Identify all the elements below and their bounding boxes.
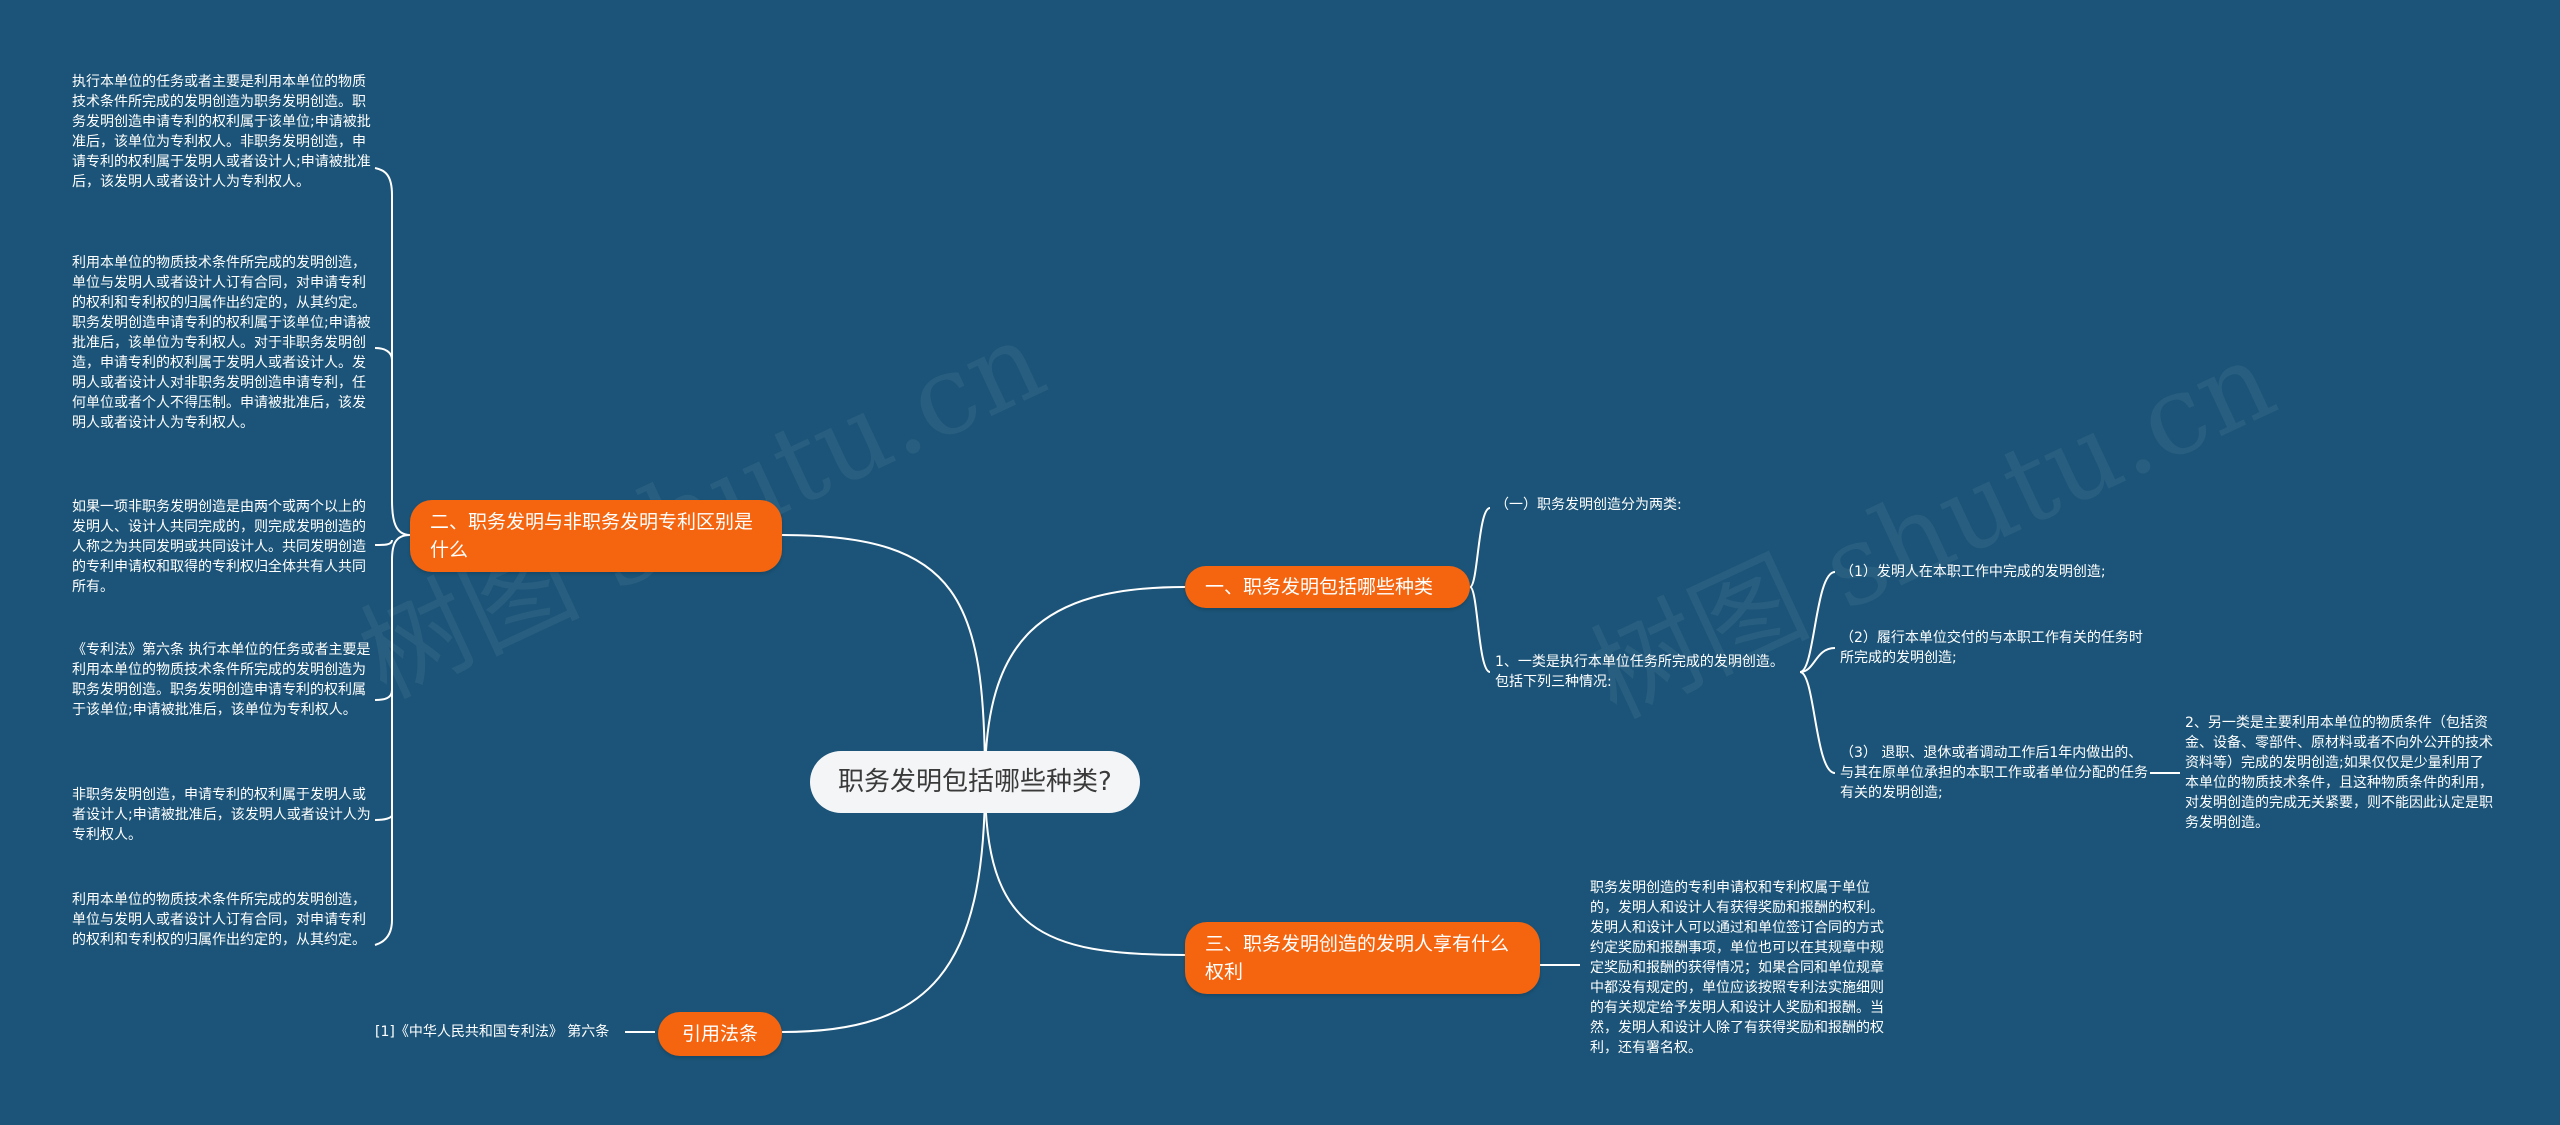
leaf-nonservice-invention: 非职务发明创造，申请专利的权利属于发明人或者设计人;申请被批准后，该发明人或者设… <box>72 787 371 843</box>
branch-types-of-service-invention[interactable]: 一、职务发明包括哪些种类 <box>1185 566 1470 608</box>
branch-inventor-rights[interactable]: 三、职务发明创造的发明人享有什么权利 <box>1185 922 1540 994</box>
leaf-definition: 执行本单位的任务或者主要是利用本单位的物质技术条件所完成的发明创造为职务发明创造… <box>72 74 371 190</box>
root-node[interactable]: 职务发明包括哪些种类? <box>810 751 1140 813</box>
leaf-joint-invention: 如果一项非职务发明创造是由两个或两个以上的发明人、设计人共同完成的，则完成发明创… <box>72 499 366 595</box>
leaf-reward-rights: 职务发明创造的专利申请权和专利权属于单位的，发明人和设计人有获得奖励和报酬的权利… <box>1590 880 1884 1056</box>
leaf-category-one: 1、一类是执行本单位任务所完成的发明创造。包括下列三种情况: <box>1495 654 1784 690</box>
leaf-case-2: （2）履行本单位交付的与本职工作有关的任务时所完成的发明创造; <box>1840 630 2143 666</box>
leaf-case-3: （3） 退职、退休或者调动工作后1年内做出的、与其在原单位承担的本职工作或者单位… <box>1840 745 2148 801</box>
branch-difference-service-nonservice[interactable]: 二、职务发明与非职务发明专利区别是什么 <box>410 500 782 572</box>
branch-cited-law[interactable]: 引用法条 <box>658 1012 782 1056</box>
leaf-material-conditions: 利用本单位的物质技术条件所完成的发明创造，单位与发明人或者设计人订有合同，对申请… <box>72 892 366 948</box>
leaf-law-reference: [1]《中华人民共和国专利法》 第六条 <box>375 1024 610 1040</box>
leaf-contract-agreement: 利用本单位的物质技术条件所完成的发明创造，单位与发明人或者设计人订有合同，对申请… <box>72 255 371 431</box>
leaf-case-1: （1）发明人在本职工作中完成的发明创造; <box>1840 564 2106 580</box>
leaf-category-two: 2、另一类是主要利用本单位的物质条件（包括资金、设备、零部件、原材料或者不向外公… <box>2185 715 2493 831</box>
leaf-patent-law-article6: 《专利法》第六条 执行本单位的任务或者主要是利用本单位的物质技术条件所完成的发明… <box>72 642 371 718</box>
leaf-two-categories: （一）职务发明创造分为两类: <box>1495 497 1682 513</box>
